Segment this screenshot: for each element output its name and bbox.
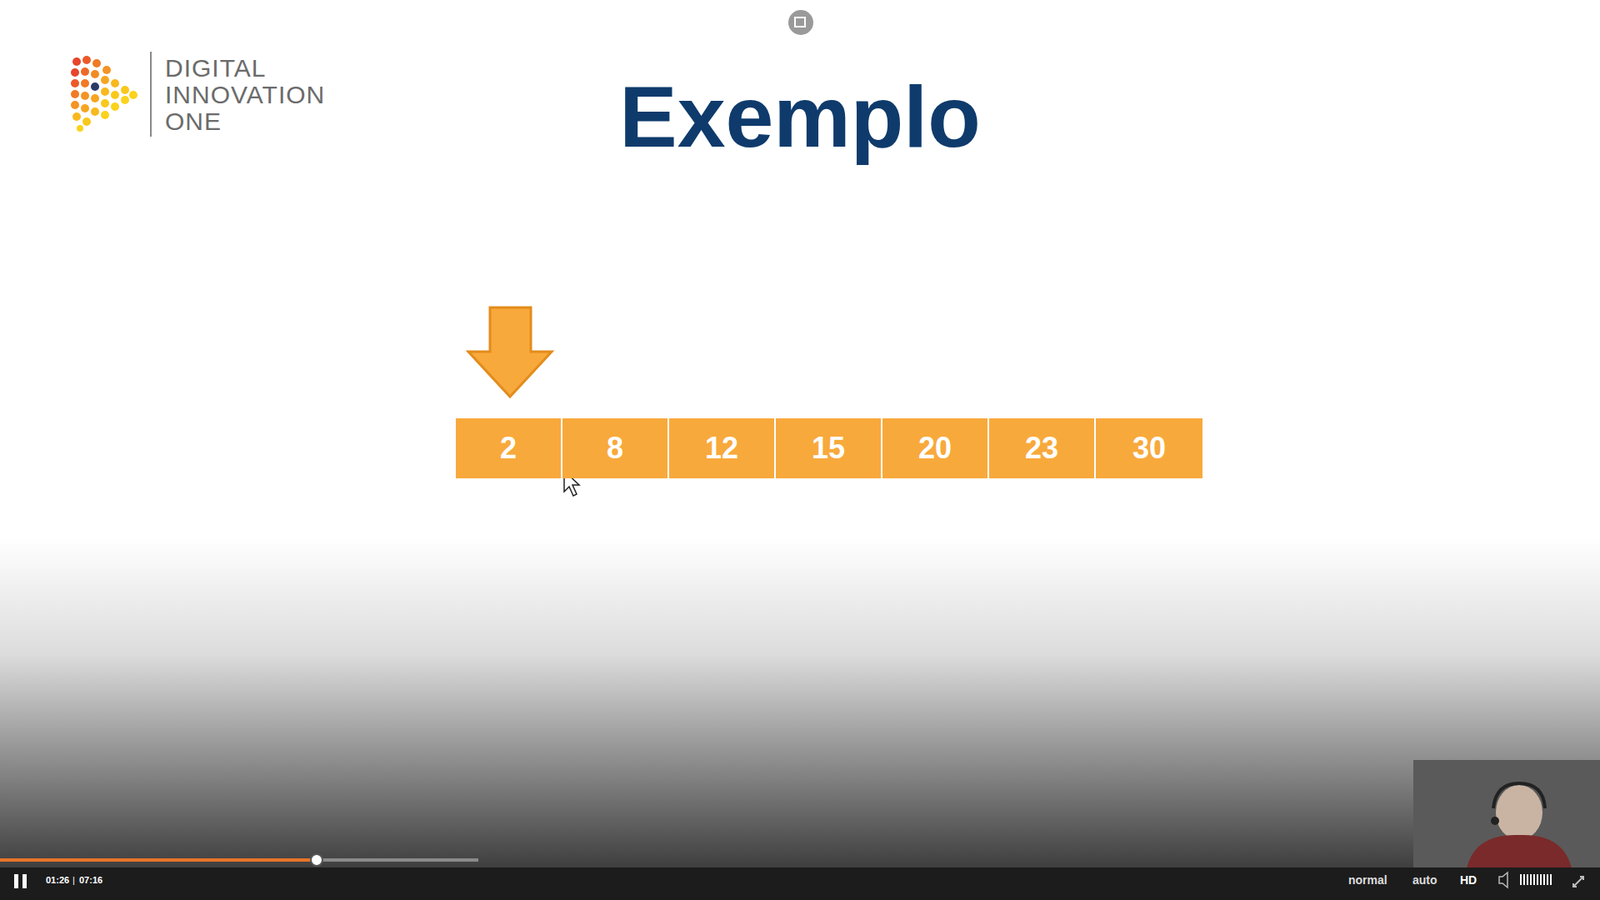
cell-value: 20 [918, 430, 952, 466]
current-time: 01:26 [45, 875, 70, 885]
progress-knob [310, 854, 323, 866]
cell-value: 8 [606, 430, 624, 466]
total-time: 07:16 [79, 875, 103, 885]
hd-badge: HD [1460, 873, 1477, 887]
control-bar [0, 867, 1600, 900]
pointer-arrow [468, 307, 552, 397]
volume-bars [1520, 874, 1552, 885]
cell-value: 12 [705, 430, 739, 466]
logo-divider [150, 51, 152, 137]
cell-value: 2 [500, 430, 517, 466]
array-cell: 12 [669, 418, 776, 479]
pause-icon [14, 874, 19, 889]
cell-value: 15 [811, 430, 845, 466]
array-cell: 15 [775, 418, 883, 479]
array-cell: 20 [882, 418, 990, 479]
popout-glyph [795, 17, 805, 27]
progress-bar [0, 858, 317, 862]
buffer-bar [0, 858, 479, 862]
webcam-thumbnail [1413, 760, 1600, 869]
array-cell: 8 [562, 418, 670, 479]
array-cell: 2 [455, 418, 563, 479]
pause-icon [22, 874, 27, 889]
array-cell: 23 [989, 418, 1096, 479]
logo-text: DIGITAL INNOVATION ONE [165, 55, 332, 135]
popout-icon [788, 10, 814, 35]
time-separator: | [72, 875, 75, 885]
array-cell: 30 [1095, 418, 1203, 479]
player-shade [0, 537, 1600, 871]
fullscreen-icon [1573, 876, 1584, 887]
logo-icon [70, 55, 138, 132]
cell-value: 30 [1132, 430, 1166, 466]
volume-icon [1499, 872, 1508, 888]
quality-setting: auto [1412, 873, 1438, 887]
cell-value: 23 [1025, 430, 1059, 466]
speed-setting: normal [1348, 873, 1388, 887]
